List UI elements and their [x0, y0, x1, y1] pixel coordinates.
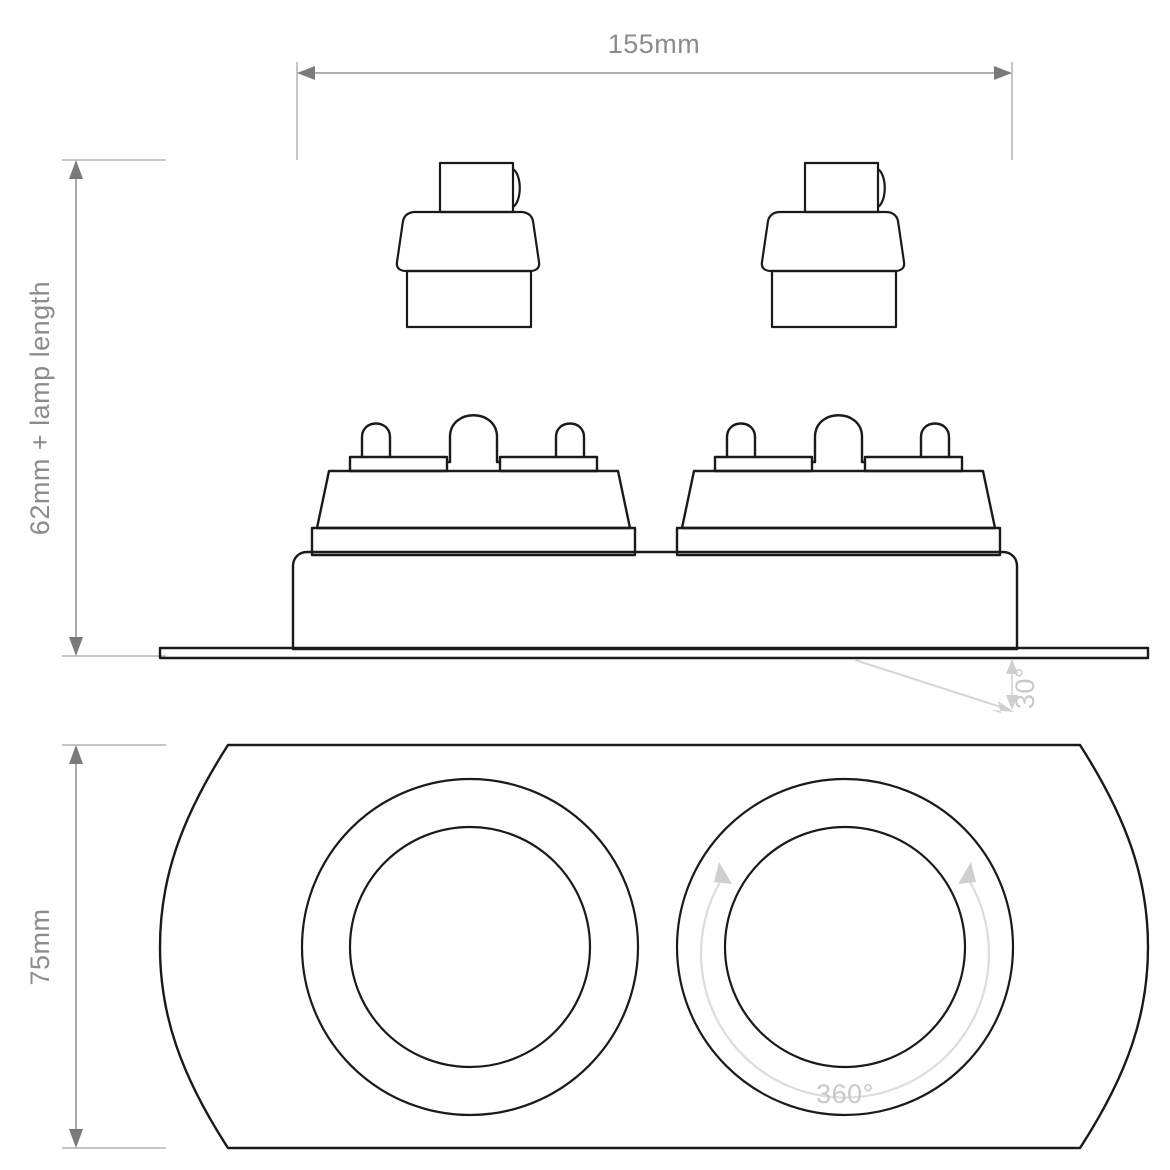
lamp-right-cap-nub: [876, 167, 886, 209]
fitting-left-spring-outer-left: [360, 422, 392, 459]
arrow-up-icon: [1006, 659, 1018, 674]
height-dimension-group: 62mm + lamp length: [25, 159, 166, 657]
arrow-down-icon: [69, 637, 83, 656]
fitting-left-body: [315, 469, 632, 530]
lamp-left: [395, 161, 541, 329]
tilt-annotation-group: 30°: [854, 659, 1040, 713]
rotation-arrow-right-icon: [958, 862, 976, 884]
arrow-up-icon: [69, 745, 83, 764]
arrow-right-icon: [994, 66, 1012, 80]
rotation-annotation-group: 360°: [699, 862, 991, 1109]
tilt-angle-label: 30°: [1010, 667, 1040, 709]
fitting-left-spring-outer-right: [554, 422, 586, 459]
arrow-down-icon: [69, 1129, 83, 1148]
tilt-ray-line: [854, 659, 1011, 711]
height-dimension-label: 62mm + lamp length: [25, 281, 55, 535]
tilt-arrow-icon: [991, 701, 1014, 713]
plan-view: 360°: [158, 743, 1150, 1150]
depth-dimension-group: 75mm: [25, 744, 166, 1149]
fitting-left-upper-bar-left: [348, 455, 449, 473]
fitting-right-spring-center: [813, 414, 864, 464]
fitting-right-spring-outer-right: [919, 422, 951, 459]
fitting-left-baseplate: [310, 526, 637, 557]
plan-right-inner-ring: [723, 825, 967, 1069]
fitting-right: [675, 414, 1002, 557]
lamp-right-base: [770, 269, 898, 329]
housing-box: [291, 550, 1019, 651]
plan-left-outer-ring: [300, 777, 640, 1117]
arrow-left-icon: [297, 66, 315, 80]
arrow-up-icon: [69, 160, 83, 179]
rotation-angle-label: 360°: [816, 1079, 874, 1109]
width-dimension-group: 155mm: [296, 29, 1013, 160]
fitting-right-body: [680, 469, 997, 530]
fitting-right-upper-bar-right: [863, 455, 964, 473]
width-dimension-label: 155mm: [608, 29, 701, 59]
front-elevation-view: [158, 161, 1150, 660]
depth-dimension-label: 75mm: [25, 908, 55, 985]
fitting-right-baseplate: [675, 526, 1002, 557]
lamp-right-cap: [803, 161, 880, 214]
fitting-left-upper-bar-right: [498, 455, 599, 473]
fitting-right-spring-outer-left: [725, 422, 757, 459]
lamp-left-cap-nub: [511, 167, 521, 209]
plan-outline: [158, 743, 1150, 1150]
lamp-left-cap: [438, 161, 515, 214]
rotation-arc-icon: [699, 872, 991, 1099]
faceplate-flange: [158, 646, 1150, 660]
rotation-arrow-left-icon: [714, 862, 732, 884]
plan-right-outer-ring: [675, 777, 1015, 1117]
lamp-right-body: [760, 210, 906, 273]
plan-left-inner-ring: [348, 825, 592, 1069]
lamp-left-base: [405, 269, 533, 329]
fitting-left: [310, 414, 637, 557]
fitting-left-spring-center: [448, 414, 499, 464]
arrow-down-icon: [1006, 695, 1018, 710]
lamp-left-body: [395, 210, 541, 273]
lamp-right: [760, 161, 906, 329]
fitting-right-upper-bar-left: [713, 455, 814, 473]
